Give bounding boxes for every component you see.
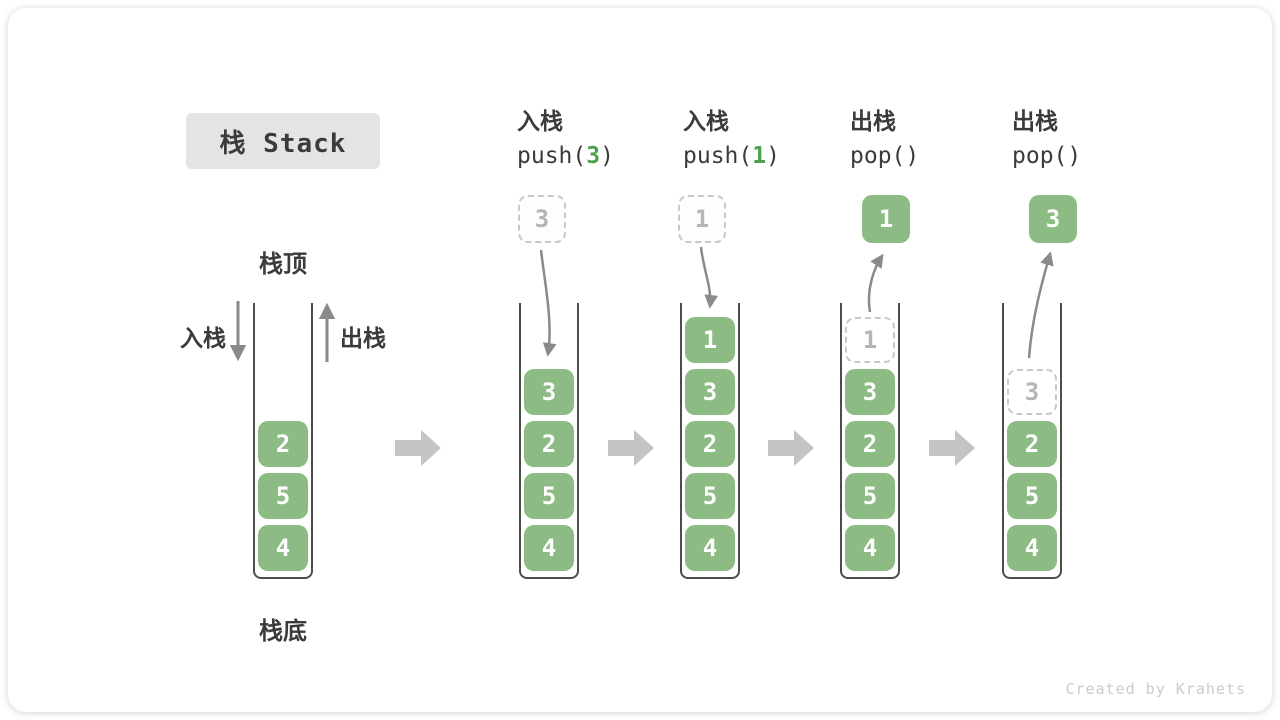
stack-cell: 4 — [845, 525, 895, 571]
stack-cell: 4 — [685, 525, 735, 571]
stack-cell: 2 — [685, 421, 735, 467]
stack-cell: 3 — [685, 369, 735, 415]
stack-cell: 4 — [1007, 525, 1057, 571]
operation-label: 出栈 pop() — [850, 104, 1020, 174]
stack-initial: 2 5 4 — [253, 303, 313, 579]
stack-cell: 5 — [258, 473, 308, 519]
stack-cell: 5 — [524, 473, 574, 519]
stack-after-push-3: 3 2 5 4 — [519, 303, 579, 579]
operation-code: pop() — [850, 143, 920, 169]
diagram-title: 栈 Stack — [186, 113, 380, 169]
stack-cell: 2 — [524, 421, 574, 467]
push-side-label: 入栈 — [180, 325, 226, 351]
operation-label: 入栈 push(1) — [683, 104, 853, 174]
stack-cell: 5 — [1007, 473, 1057, 519]
operation-code: pop() — [1012, 143, 1082, 169]
stack-top-label: 栈顶 — [259, 251, 307, 278]
stack-cell: 4 — [524, 525, 574, 571]
stack-cell: 2 — [258, 421, 308, 467]
stack-cell: 3 — [845, 369, 895, 415]
operation-code: push(1) — [683, 143, 780, 169]
floating-cell-dashed: 1 — [678, 195, 726, 243]
floating-cell: 1 — [862, 195, 910, 243]
stack-bottom-label: 栈底 — [259, 618, 307, 645]
stack-cell: 5 — [685, 473, 735, 519]
stack-cell: 5 — [845, 473, 895, 519]
stack-cell: 2 — [1007, 421, 1057, 467]
stack-cell: 2 — [845, 421, 895, 467]
operation-name: 出栈 — [1012, 108, 1058, 134]
operation-label: 出栈 pop() — [1012, 104, 1182, 174]
operation-name: 入栈 — [517, 108, 563, 134]
operation-name: 出栈 — [850, 108, 896, 134]
operation-name: 入栈 — [683, 108, 729, 134]
operation-label: 入栈 push(3) — [517, 104, 687, 174]
stack-after-pop-3: 3 2 5 4 — [1002, 303, 1062, 579]
stack-cell-ghost: 3 — [1007, 369, 1057, 415]
floating-cell: 3 — [1029, 195, 1077, 243]
stack-cell-ghost: 1 — [845, 317, 895, 363]
pop-side-label: 出栈 — [340, 325, 386, 351]
operation-code: push(3) — [517, 143, 614, 169]
stack-after-push-1: 1 3 2 5 4 — [680, 303, 740, 579]
floating-cell-dashed: 3 — [518, 195, 566, 243]
stack-cell: 1 — [685, 317, 735, 363]
watermark: Created by Krahets — [1065, 680, 1246, 698]
stack-cell: 4 — [258, 525, 308, 571]
stack-after-pop-1: 1 3 2 5 4 — [840, 303, 900, 579]
stack-cell: 3 — [524, 369, 574, 415]
